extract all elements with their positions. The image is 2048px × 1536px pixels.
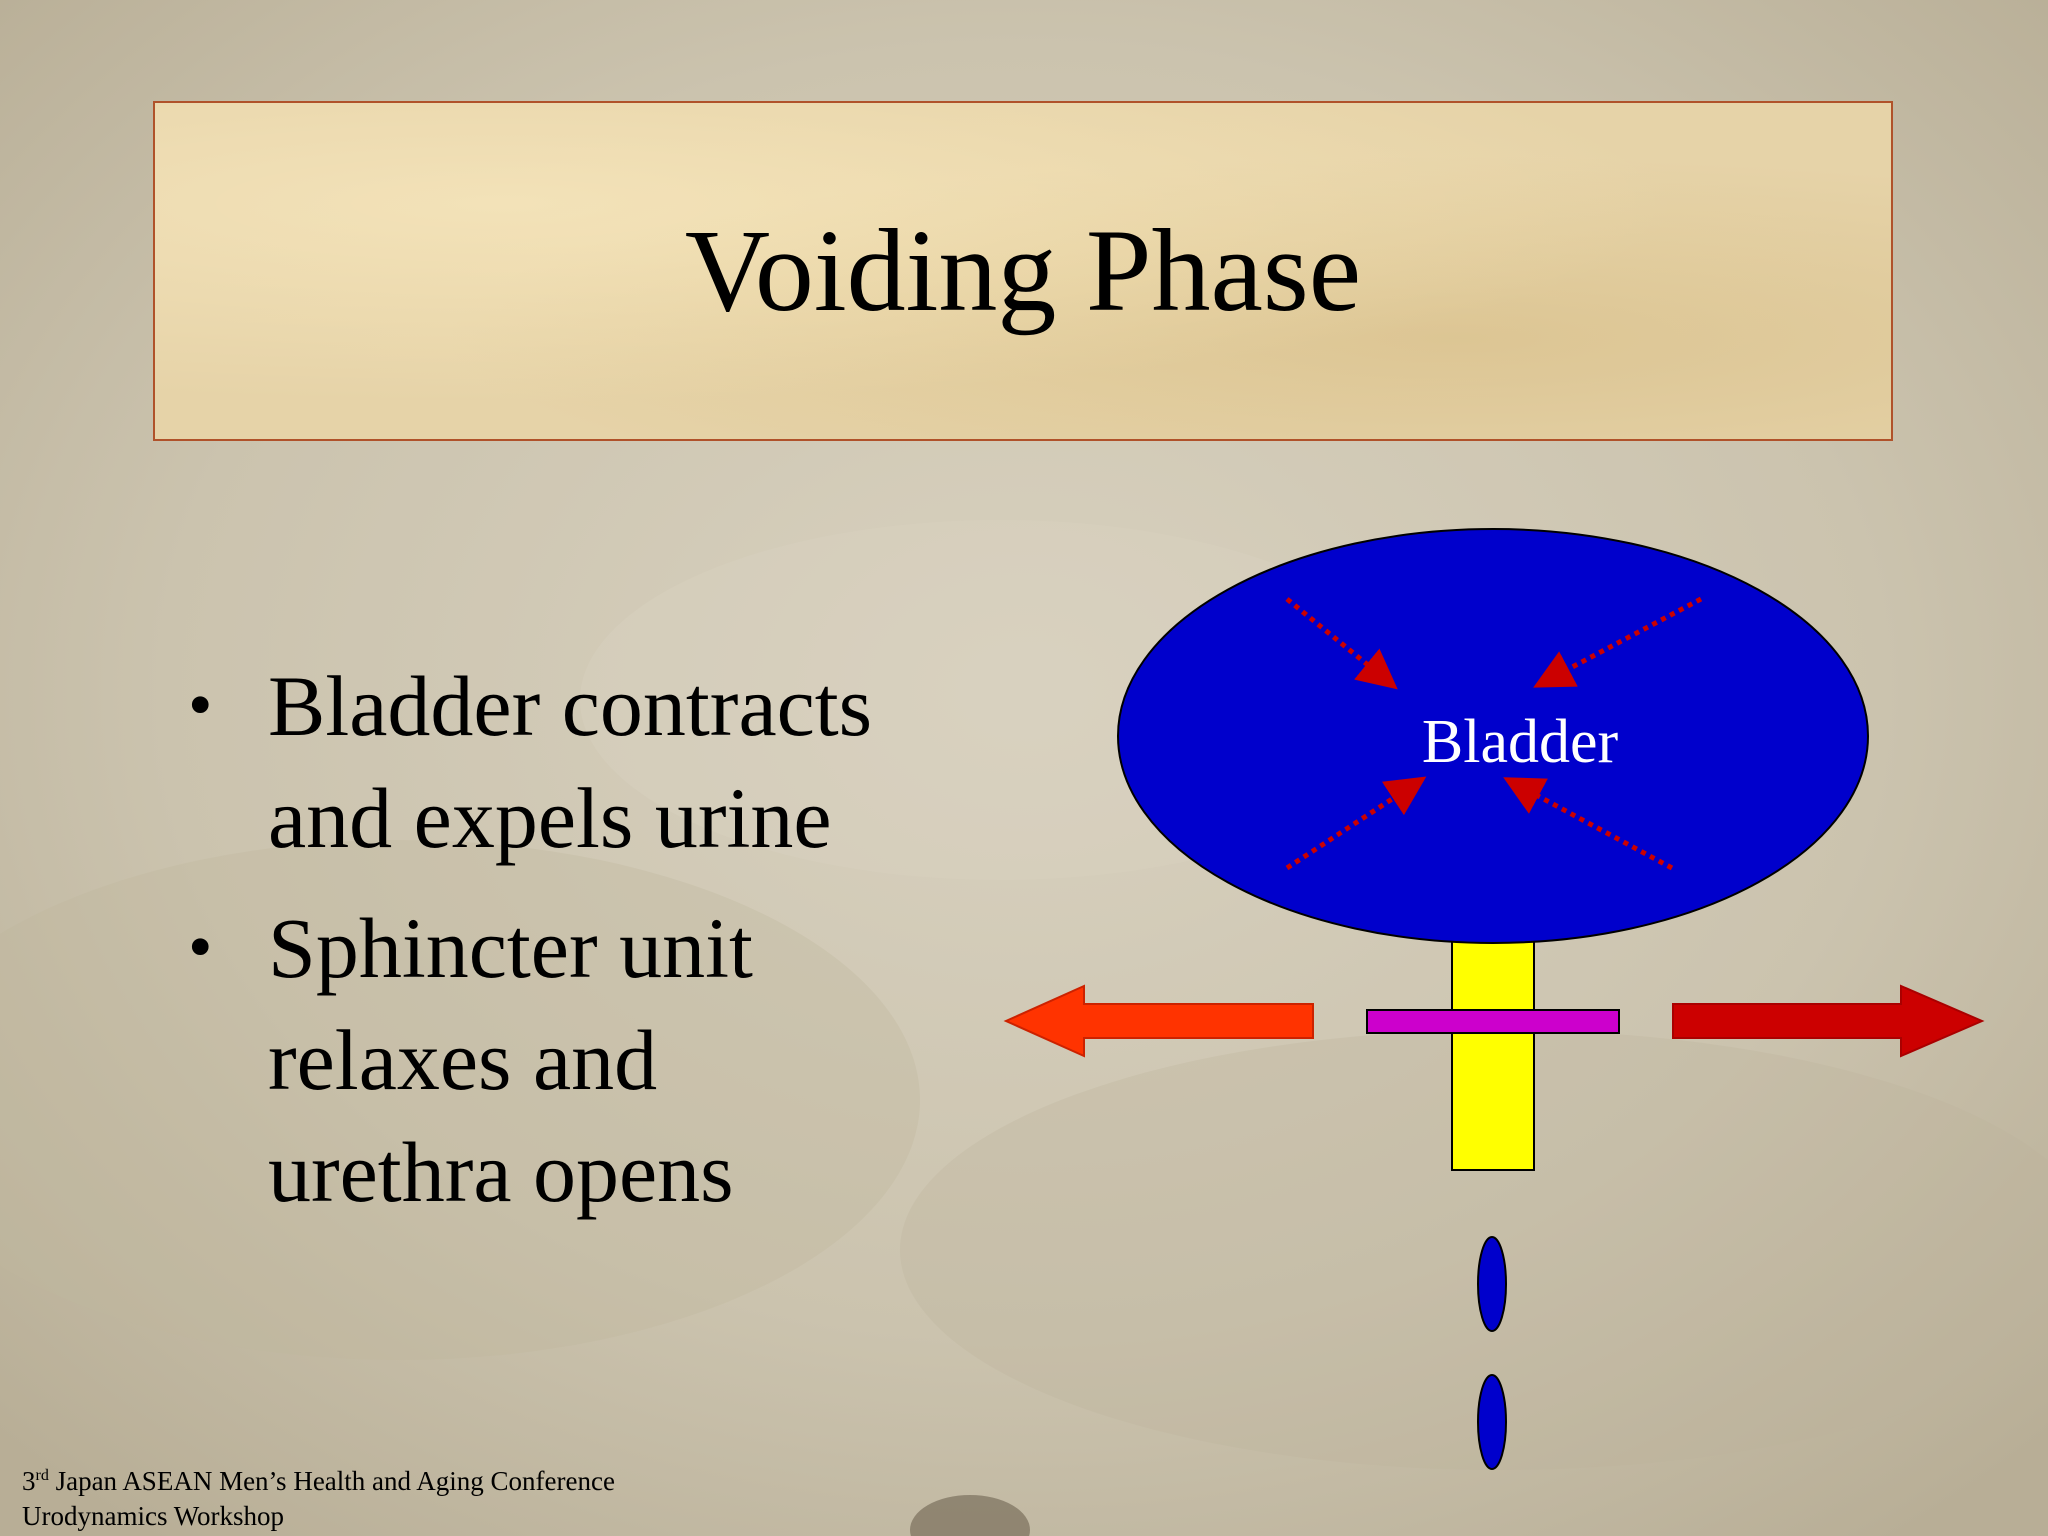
title-box: Voiding Phase: [153, 101, 1893, 441]
bullet-line: and expels urine: [268, 770, 832, 866]
footer-conference-name: Japan ASEAN Men’s Health and Aging Confe…: [48, 1466, 615, 1496]
bullet-item: • Sphincter unit relaxes and urethra ope…: [188, 892, 988, 1228]
bullet-list: • Bladder contracts and expels urine • S…: [188, 650, 988, 1246]
footer-line-2: Urodynamics Workshop: [22, 1501, 285, 1531]
page-title: Voiding Phase: [684, 205, 1362, 336]
bullet-line: relaxes and: [268, 1012, 658, 1108]
bullet-line: urethra opens: [268, 1124, 734, 1220]
contraction-arrow-bottom-right: [1503, 777, 1674, 871]
contraction-arrow-top-left: [1285, 597, 1398, 690]
footer: 3rd Japan ASEAN Men’s Health and Aging C…: [22, 1458, 615, 1534]
contraction-arrow-bottom-left: [1285, 776, 1427, 871]
bullet-glyph: •: [188, 667, 213, 744]
bullet-line: Bladder contracts: [268, 658, 873, 754]
arrow-left: [1003, 984, 1314, 1058]
bullet-glyph: •: [188, 909, 213, 986]
bladder-label: Bladder: [1422, 708, 1619, 776]
urine-drop: [1477, 1236, 1507, 1332]
footer-ordinal-suffix: rd: [35, 1467, 49, 1484]
bullet-item: • Bladder contracts and expels urine: [188, 650, 988, 874]
arrow-right: [1672, 984, 1985, 1058]
urine-drop: [1477, 1374, 1507, 1470]
footer-line-1: 3rd Japan ASEAN Men’s Health and Aging C…: [22, 1458, 615, 1499]
footer-ordinal-number: 3: [22, 1466, 36, 1496]
bullet-line: Sphincter unit: [268, 900, 753, 996]
urethra: [1451, 919, 1535, 1171]
sphincter-bar: [1366, 1009, 1620, 1034]
bladder-shape: [1117, 528, 1869, 944]
